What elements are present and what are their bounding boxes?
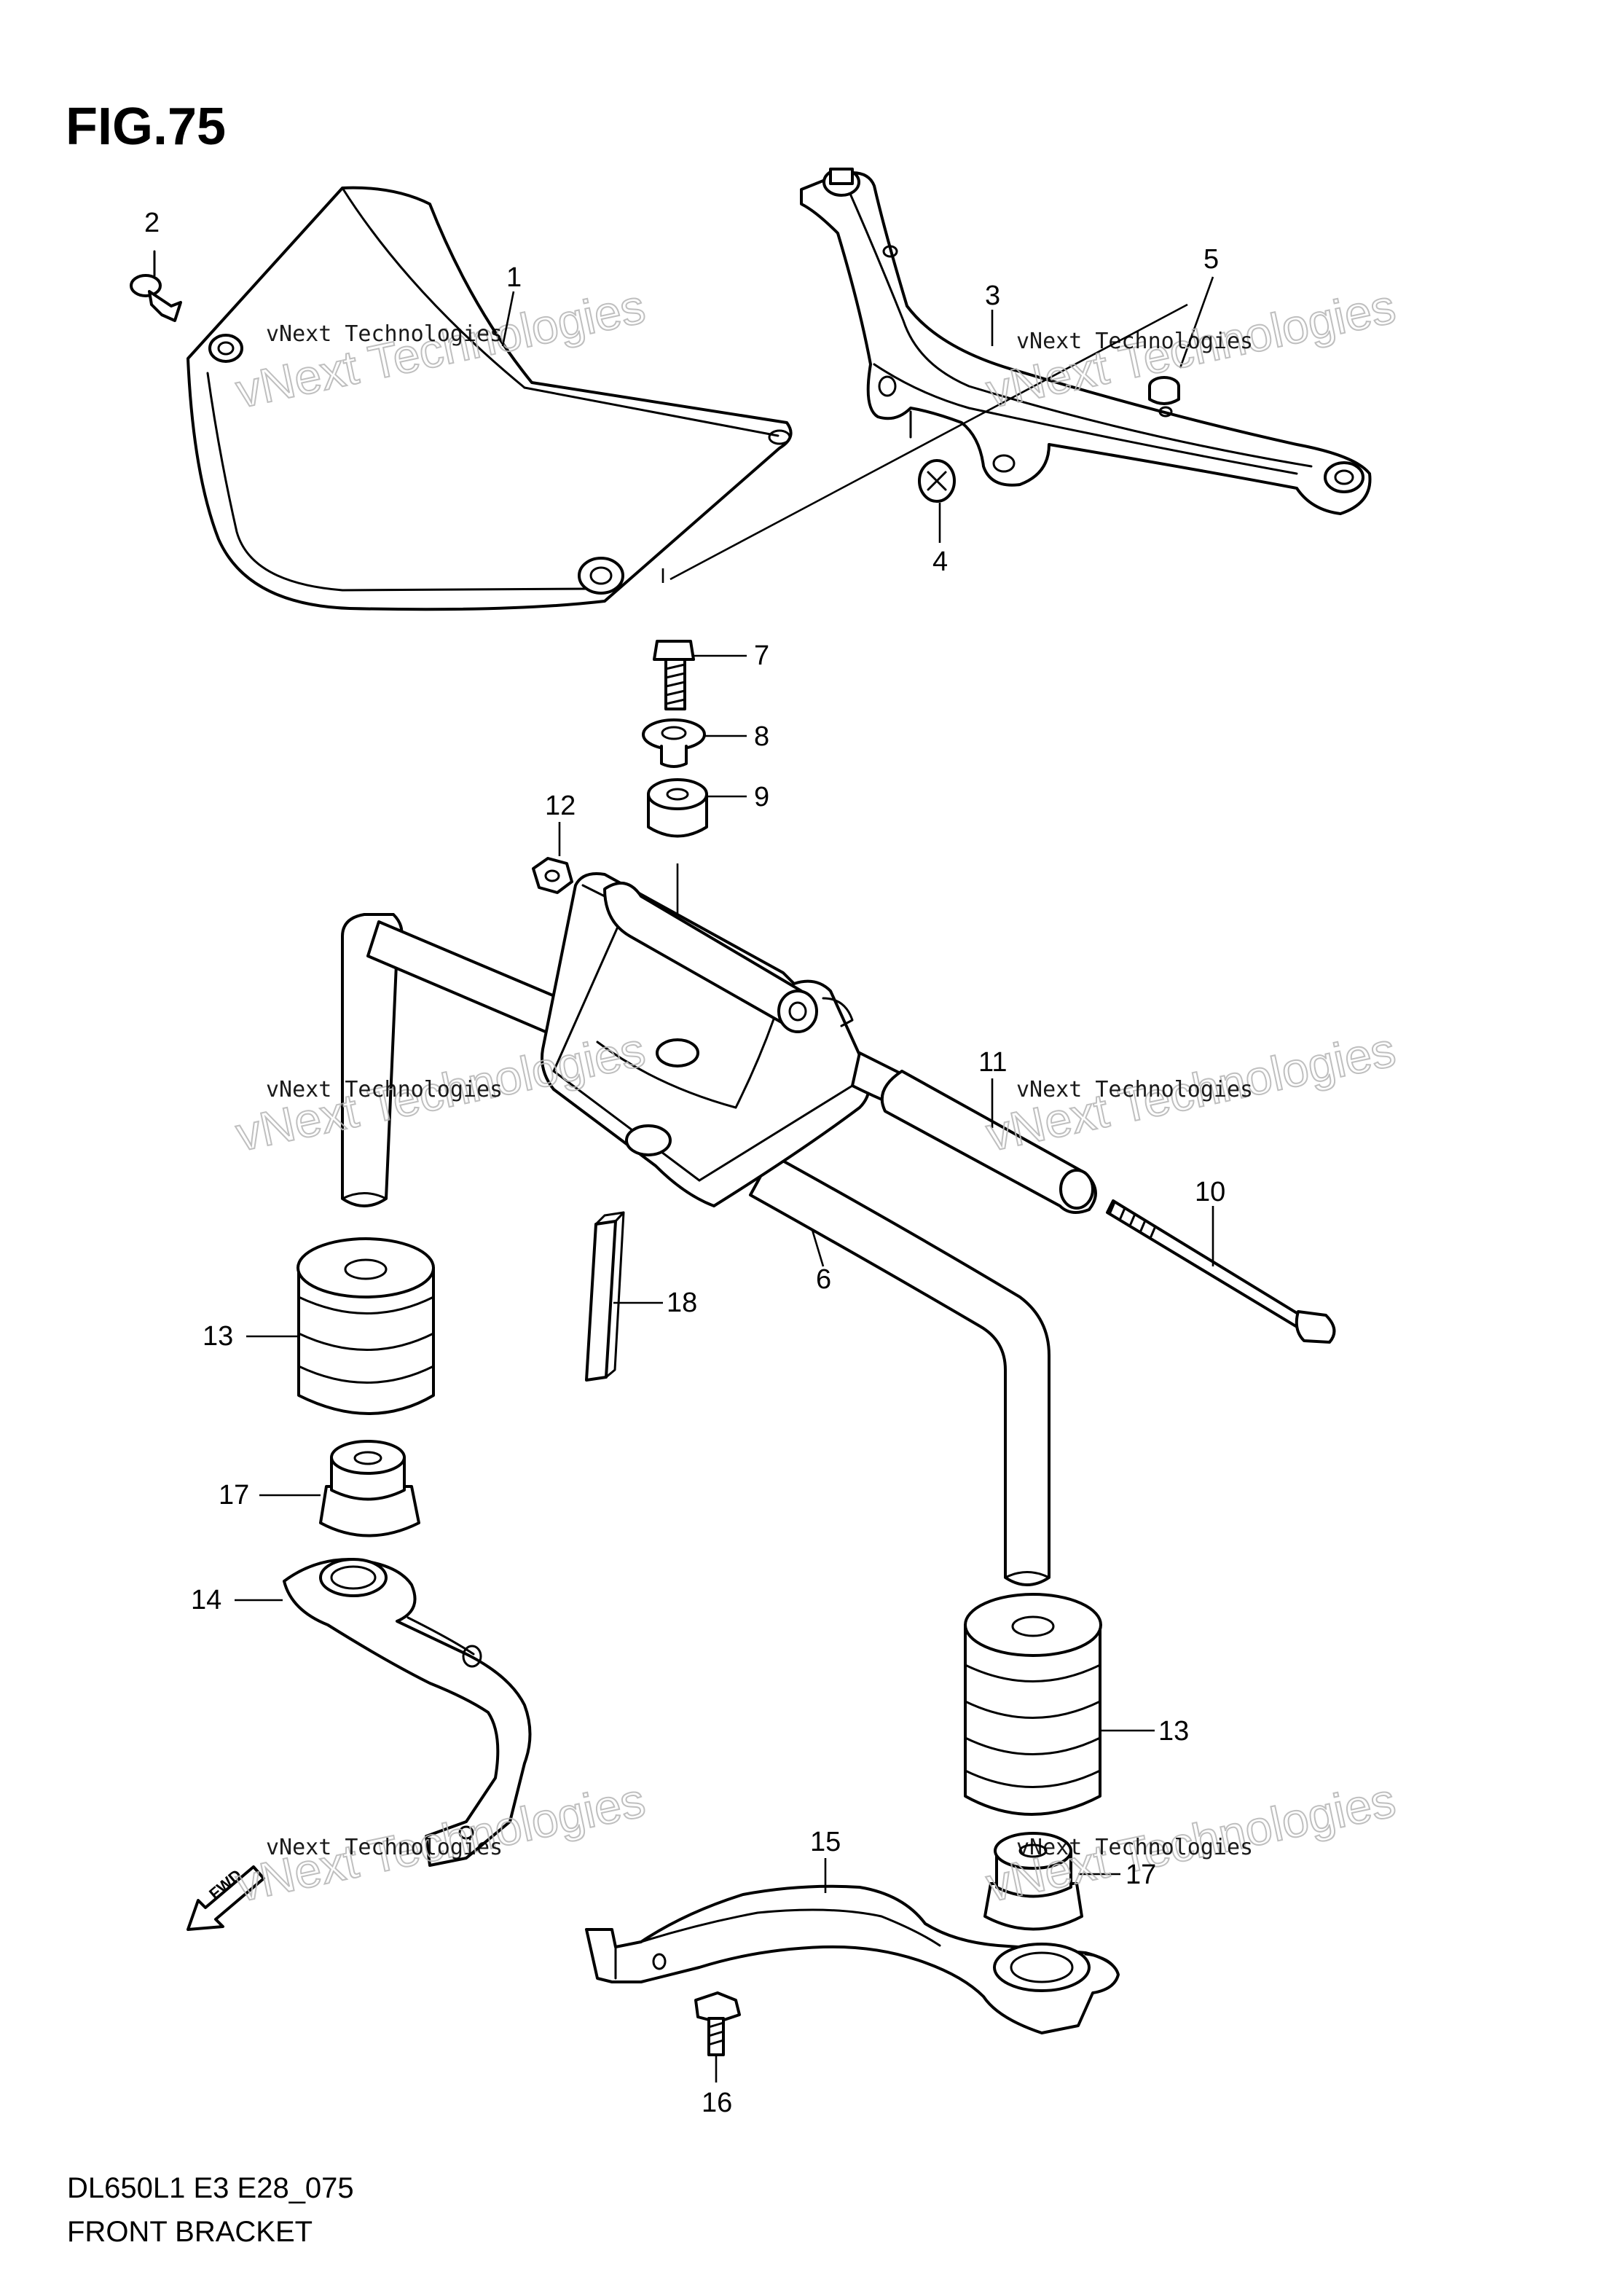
part-clip: [130, 250, 182, 322]
figure-title: FIG.75: [66, 98, 226, 156]
callout-18: 18: [667, 1288, 697, 1318]
watermark-small: vNext Technologies: [266, 1077, 503, 1102]
leader-6: [811, 1229, 825, 1267]
callout-13-left: 13: [203, 1321, 233, 1352]
callout-15: 15: [810, 1827, 841, 1857]
part-bolt-16: [694, 1991, 741, 2083]
callout-16: 16: [702, 2088, 732, 2118]
callout-6: 6: [816, 1264, 831, 1295]
figure-caption: FRONT BRACKET: [67, 2216, 313, 2248]
part-cushion-strip-18: [585, 1211, 663, 1382]
model-code: DL650L1 E3 E28_075: [67, 2172, 354, 2204]
part-cushion-left: [259, 1440, 420, 1537]
callout-11: 11: [978, 1047, 1007, 1078]
callout-7: 7: [754, 640, 769, 671]
callout-3: 3: [985, 281, 1000, 311]
callouts: 1 2 3 4 5 6 7 8 9 10 11 12 13 13 14 15 1…: [144, 208, 1225, 2118]
watermark-small: vNext Technologies: [1016, 1077, 1253, 1102]
part-spacer-8: [642, 718, 747, 768]
part-cushion-right: [983, 1832, 1120, 1931]
part-damper-left: [246, 1237, 435, 1415]
callout-5: 5: [1203, 244, 1219, 275]
part-bolt-7: [653, 640, 747, 710]
part-bracket-left: [235, 1558, 532, 1867]
watermark-small: vNext Technologies: [266, 1835, 503, 1860]
part-collar-11: [880, 1070, 1097, 1214]
callout-13-right: 13: [1158, 1716, 1189, 1747]
watermark-small: vNext Technologies: [1016, 329, 1253, 354]
callout-17-right: 17: [1126, 1860, 1156, 1890]
callout-14: 14: [191, 1585, 221, 1615]
part-cushion-9: [647, 778, 747, 838]
callout-10: 10: [1195, 1177, 1225, 1207]
part-front-bracket: [341, 872, 1050, 1586]
part-nut-12: [532, 822, 573, 894]
callout-4: 4: [932, 546, 948, 577]
part-screw: [918, 459, 956, 543]
assembly-line-cover-bracket: [669, 303, 1188, 581]
part-cushion-5: [1148, 276, 1214, 405]
callout-17-left: 17: [219, 1480, 249, 1511]
callout-12: 12: [545, 791, 576, 821]
part-cover: [186, 186, 793, 611]
part-bracket-right: [585, 1858, 1120, 2034]
callout-9: 9: [754, 782, 769, 812]
watermark-small: vNext Technologies: [1016, 1835, 1253, 1860]
part-cover-bracket: [800, 168, 1372, 515]
callout-8: 8: [754, 721, 769, 752]
callout-2: 2: [144, 208, 160, 238]
watermark-small: vNext Technologies: [266, 321, 503, 347]
part-bolt-10: [1106, 1199, 1336, 1344]
part-damper-right: [964, 1593, 1155, 1816]
callout-1: 1: [506, 262, 522, 293]
